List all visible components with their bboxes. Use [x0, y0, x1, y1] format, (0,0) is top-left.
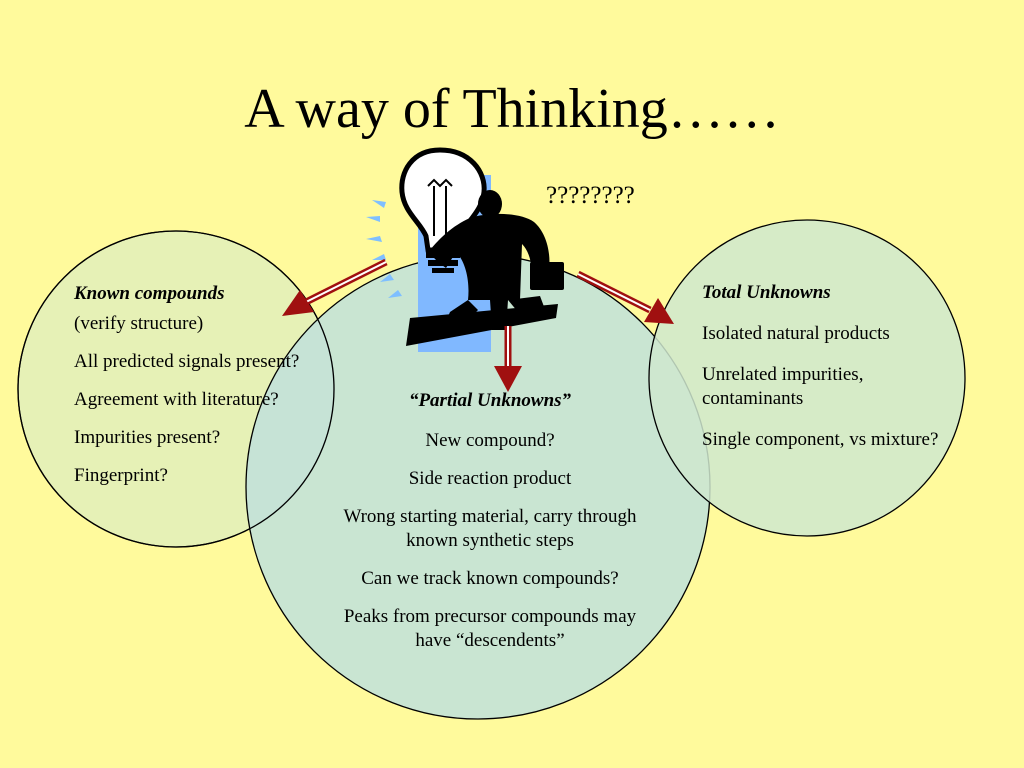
total-item: Isolated natural products — [702, 323, 890, 344]
known-compounds-heading: Known compounds — [74, 283, 225, 304]
total-unknowns-heading: Total Unknowns — [702, 282, 831, 303]
partial-unknowns-heading: “Partial Unknowns” — [408, 390, 572, 411]
partial-item: New compound? — [425, 430, 555, 451]
known-item: (verify structure) — [74, 313, 204, 334]
total-item: Unrelated impurities, contaminants — [702, 364, 864, 409]
arrow-icon — [282, 258, 674, 392]
total-item: Single component, vs mixture? — [702, 429, 939, 450]
total-unknowns-circle — [648, 219, 966, 537]
total-unknowns-block: Total Unknowns Isolated natural products… — [702, 281, 942, 469]
slide-title: A way of Thinking…… — [244, 78, 780, 140]
partial-item: Wrong starting material, carry through k… — [343, 506, 637, 551]
partial-unknowns-block: “Partial Unknowns” New compound? Side re… — [318, 389, 662, 667]
businessman-icon — [406, 190, 564, 346]
partial-item: Peaks from precursor compounds may have … — [343, 606, 637, 651]
known-item: Fingerprint? — [74, 465, 168, 486]
known-item: Agreement with literature? — [74, 389, 279, 410]
known-compounds-block: Known compounds (verify structure) All p… — [74, 282, 354, 502]
known-item: Impurities present? — [74, 427, 221, 448]
partial-item: Side reaction product — [408, 468, 572, 489]
known-item: All predicted signals present? — [74, 351, 300, 372]
spark-rays-icon — [366, 200, 402, 298]
partial-item: Can we track known compounds? — [361, 568, 619, 589]
question-marks: ???????? — [546, 182, 635, 209]
